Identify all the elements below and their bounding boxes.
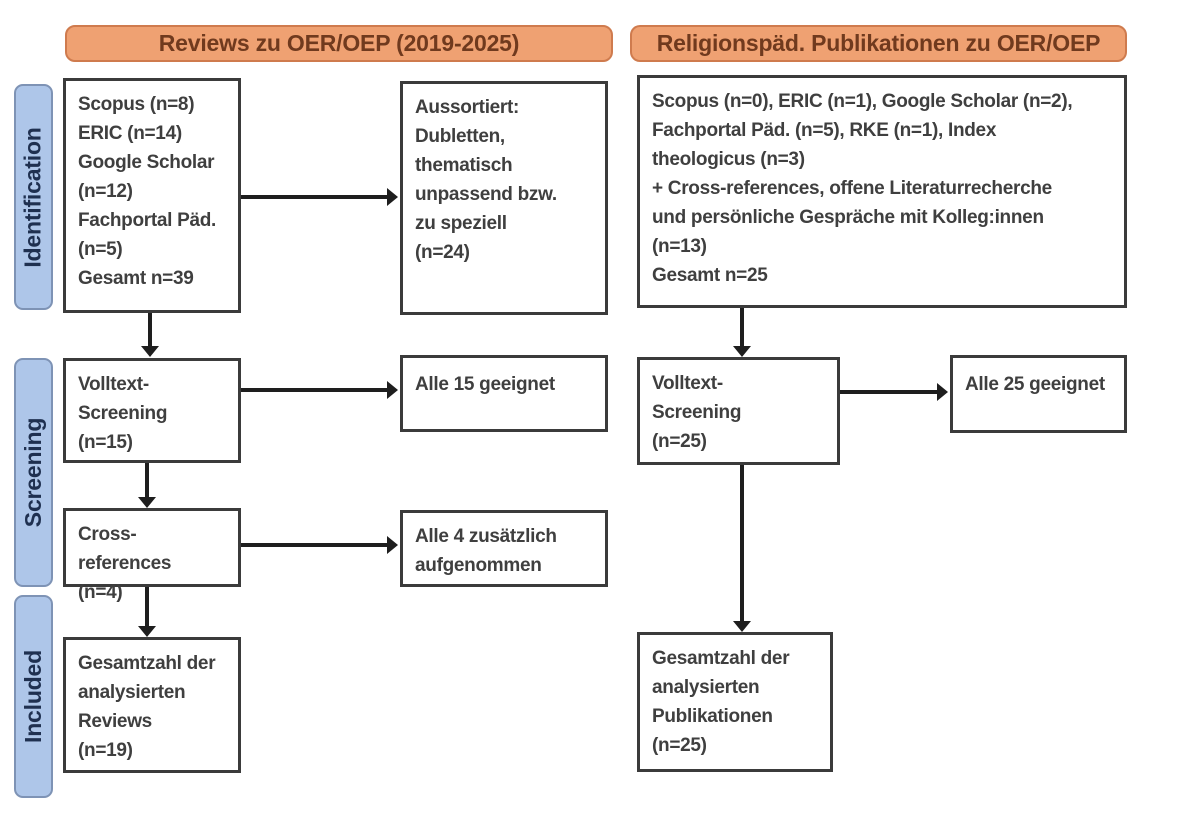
box-left-excluded: Aussortiert: Dubletten, thematisch unpas… <box>400 81 608 315</box>
box-right-included-total: Gesamtzahl der analysierten Publikatione… <box>637 632 833 772</box>
arrow-right-id-to-fulltext <box>740 308 744 346</box>
arrow-left-fulltext-to-result <box>241 388 387 392</box>
column-header-reviews: Reviews zu OER/OEP (2019-2025) <box>65 25 613 62</box>
box-left-identification: Scopus (n=8) ERIC (n=14) Google Scholar … <box>63 78 241 313</box>
box-right-fulltext-result: Alle 25 geeignet <box>950 355 1127 433</box>
stage-identification-label: Identification <box>20 126 46 268</box>
box-left-fulltext-result: Alle 15 geeignet <box>400 355 608 432</box>
box-right-fulltext-screening: Volltext- Screening (n=25) <box>637 357 840 465</box>
arrow-left-id-to-excluded <box>241 195 387 199</box>
stage-screening: Screening <box>14 358 53 587</box>
arrow-left-fulltext-to-crossref <box>145 463 149 497</box>
box-left-included-total: Gesamtzahl der analysierten Reviews (n=1… <box>63 637 241 773</box>
box-left-crossref-result: Alle 4 zusätzlich aufgenommen <box>400 510 608 587</box>
arrow-left-crossref-to-result <box>241 543 387 547</box>
arrow-left-crossref-to-included <box>145 587 149 626</box>
stage-identification: Identification <box>14 84 53 310</box>
arrow-right-fulltext-to-included <box>740 465 744 621</box>
box-left-crossreferences: Cross-references (n=4) <box>63 508 241 603</box>
arrow-right-fulltext-to-result <box>840 390 937 394</box>
stage-screening-label: Screening <box>20 417 46 528</box>
column-header-religionspaed: Religionspäd. Publikationen zu OER/OEP <box>630 25 1127 62</box>
box-right-identification: Scopus (n=0), ERIC (n=1), Google Scholar… <box>637 75 1127 308</box>
stage-included: Included <box>14 595 53 798</box>
arrow-left-id-to-fulltext <box>148 313 152 346</box>
box-left-fulltext-screening: Volltext- Screening (n=15) <box>63 358 241 463</box>
stage-included-label: Included <box>20 650 46 743</box>
